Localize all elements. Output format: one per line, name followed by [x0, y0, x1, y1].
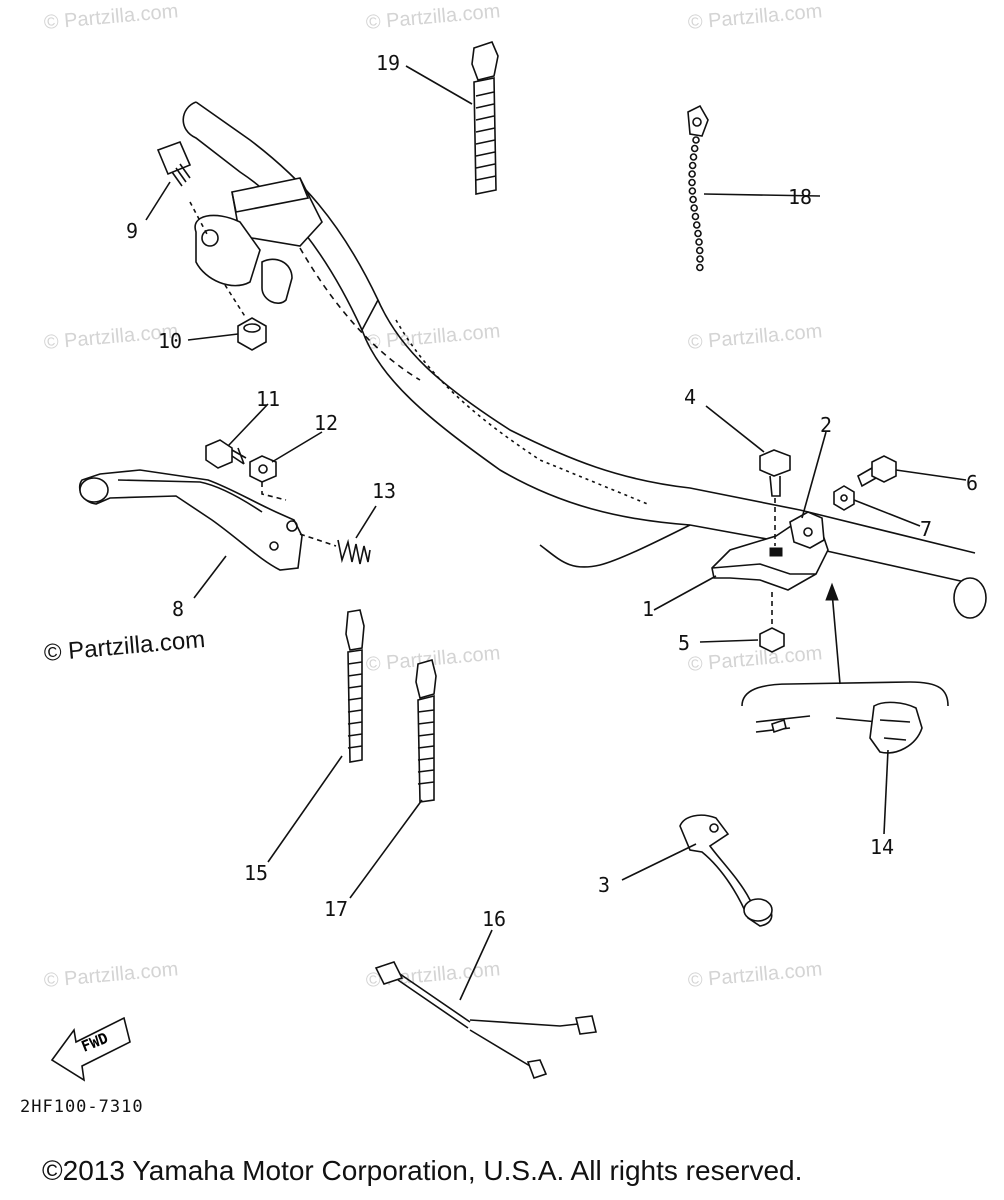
callout-14: 14	[870, 835, 894, 859]
callout-numbers: 1 2 3 4 5 6 7 8 9 10 11 12 13 14 15 16 1…	[126, 51, 978, 931]
band-17	[415, 659, 437, 803]
switch-14	[741, 582, 949, 754]
chain-bead	[696, 263, 704, 272]
nut-7	[833, 485, 855, 511]
lever-8	[78, 469, 303, 571]
callout-8: 8	[172, 597, 184, 621]
callout-9: 9	[126, 219, 138, 243]
callout-18: 18	[788, 185, 812, 209]
callout-3: 3	[598, 873, 610, 897]
band-19	[471, 41, 499, 195]
callout-2: 2	[820, 413, 832, 437]
chain-18	[687, 104, 709, 272]
bolt-11	[205, 439, 247, 469]
chain-bead	[688, 187, 697, 195]
chain-bead	[691, 212, 700, 221]
fwd-arrow: FWD	[50, 1016, 131, 1082]
bolt-9	[156, 140, 192, 187]
callout-11: 11	[256, 387, 280, 411]
callout-16: 16	[482, 907, 506, 931]
callout-19: 19	[376, 51, 400, 75]
callout-13: 13	[372, 479, 396, 503]
callout-10: 10	[158, 329, 182, 353]
callout-5: 5	[678, 631, 690, 655]
callout-7: 7	[920, 517, 932, 541]
chain-bead	[692, 221, 701, 229]
callout-12: 12	[314, 411, 338, 435]
chain-bead	[690, 204, 698, 212]
chain-bead	[689, 153, 698, 161]
leader-lines	[145, 65, 967, 1001]
left-clamp-assembly	[189, 177, 323, 319]
screw-6	[856, 455, 897, 488]
chain-bead	[692, 136, 700, 144]
nut-5	[759, 592, 785, 653]
lever-3	[679, 814, 773, 927]
chain-bead	[690, 144, 699, 153]
handlebar	[182, 101, 987, 619]
lead-wire-16	[374, 961, 597, 1080]
chain-bead	[688, 170, 696, 178]
copyright-notice: ©2013 Yamaha Motor Corporation, U.S.A. A…	[42, 1155, 803, 1186]
chain-bead	[688, 178, 696, 187]
callout-1: 1	[642, 597, 654, 621]
bolt-4	[759, 449, 791, 546]
callout-17: 17	[324, 897, 348, 921]
nut-10	[237, 317, 267, 351]
band-15	[345, 609, 365, 763]
chain-bead	[695, 246, 704, 255]
spring-13	[299, 533, 371, 565]
chain-bead	[695, 238, 703, 246]
callout-4: 4	[684, 385, 696, 409]
lever-holder-1	[711, 511, 829, 591]
chain-bead	[689, 195, 697, 204]
chain-bead	[696, 255, 704, 263]
drawing-code: 2HF100-7310	[20, 1097, 144, 1117]
chain-bead	[688, 161, 697, 170]
chain-bead	[694, 229, 702, 238]
callout-6: 6	[966, 471, 978, 495]
callout-15: 15	[244, 861, 268, 885]
